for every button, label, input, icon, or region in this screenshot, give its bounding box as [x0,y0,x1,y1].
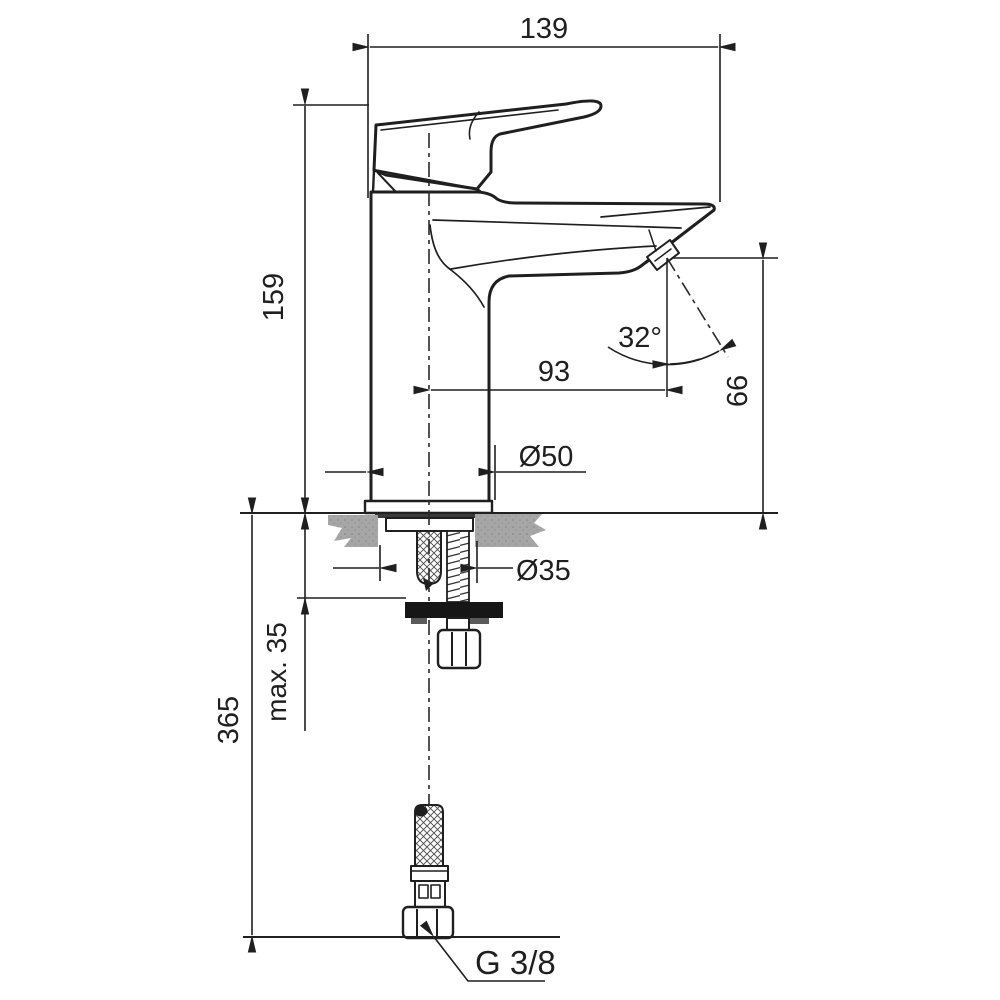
dim-label-spout-angle: 32° [618,322,662,354]
dim-label-overall-height: 159 [258,273,290,321]
spray-angle-centerline [666,257,729,358]
mounting-stud-lower [446,617,470,631]
hose-end-tip [423,578,434,591]
centerlines [428,133,729,806]
dim-overall-width: 139 [352,13,736,202]
dim-overall-height: 159 [258,88,369,530]
dimensions: 139 159 93 32° 66 Ø50 [213,13,778,982]
dim-label-outlet-height: 66 [722,375,754,407]
dim-max-counter-thickness: max. 35 [261,497,406,731]
seal-shadow-left [411,618,427,624]
hose-crimp-end [414,805,428,817]
faucet-handle-lever [372,99,603,191]
dim-label-max-counter-thickness: max. 35 [261,622,292,722]
dim-label-base-diameter: Ø50 [519,441,574,473]
faucet-outline [363,99,716,518]
dim-label-supply-length: 365 [213,696,245,744]
countertop-cut-right [475,514,546,547]
faucet-body-spout [369,190,716,503]
waterway-curve [450,245,657,270]
countertop-cut-left [328,515,378,547]
hose-connector [414,880,446,908]
dim-label-spout-reach: 93 [538,356,570,388]
dim-supply-length: 365 [213,497,560,953]
spout-inner-top-line [432,219,682,229]
mounting-stud-threaded [446,530,470,603]
dim-thread-size: G 3/8 [419,920,556,982]
dim-hole-diameter: Ø35 [333,541,571,587]
dim-label-hole-diameter: Ø35 [516,555,571,587]
supply-hose-assembly [401,804,455,940]
seal-shadow-right [457,618,489,624]
body-inner-curve [429,224,485,308]
aerator [645,211,713,271]
rubber-seal-washer [405,602,503,618]
hose-nut-g38 [401,905,455,940]
countertop-section [240,512,778,547]
mounting-hex-nut [436,628,482,670]
dim-base-diameter: Ø50 [325,441,586,500]
dim-label-overall-width: 139 [520,13,568,45]
dim-label-thread-size: G 3/8 [475,944,556,981]
spout-bevel-line [600,206,711,218]
dim-spout-angle: 32° [607,322,737,369]
hose-ferrule [410,865,449,882]
dim-outlet-height: 66 [672,242,778,530]
dim-spout-reach: 93 [413,258,683,397]
